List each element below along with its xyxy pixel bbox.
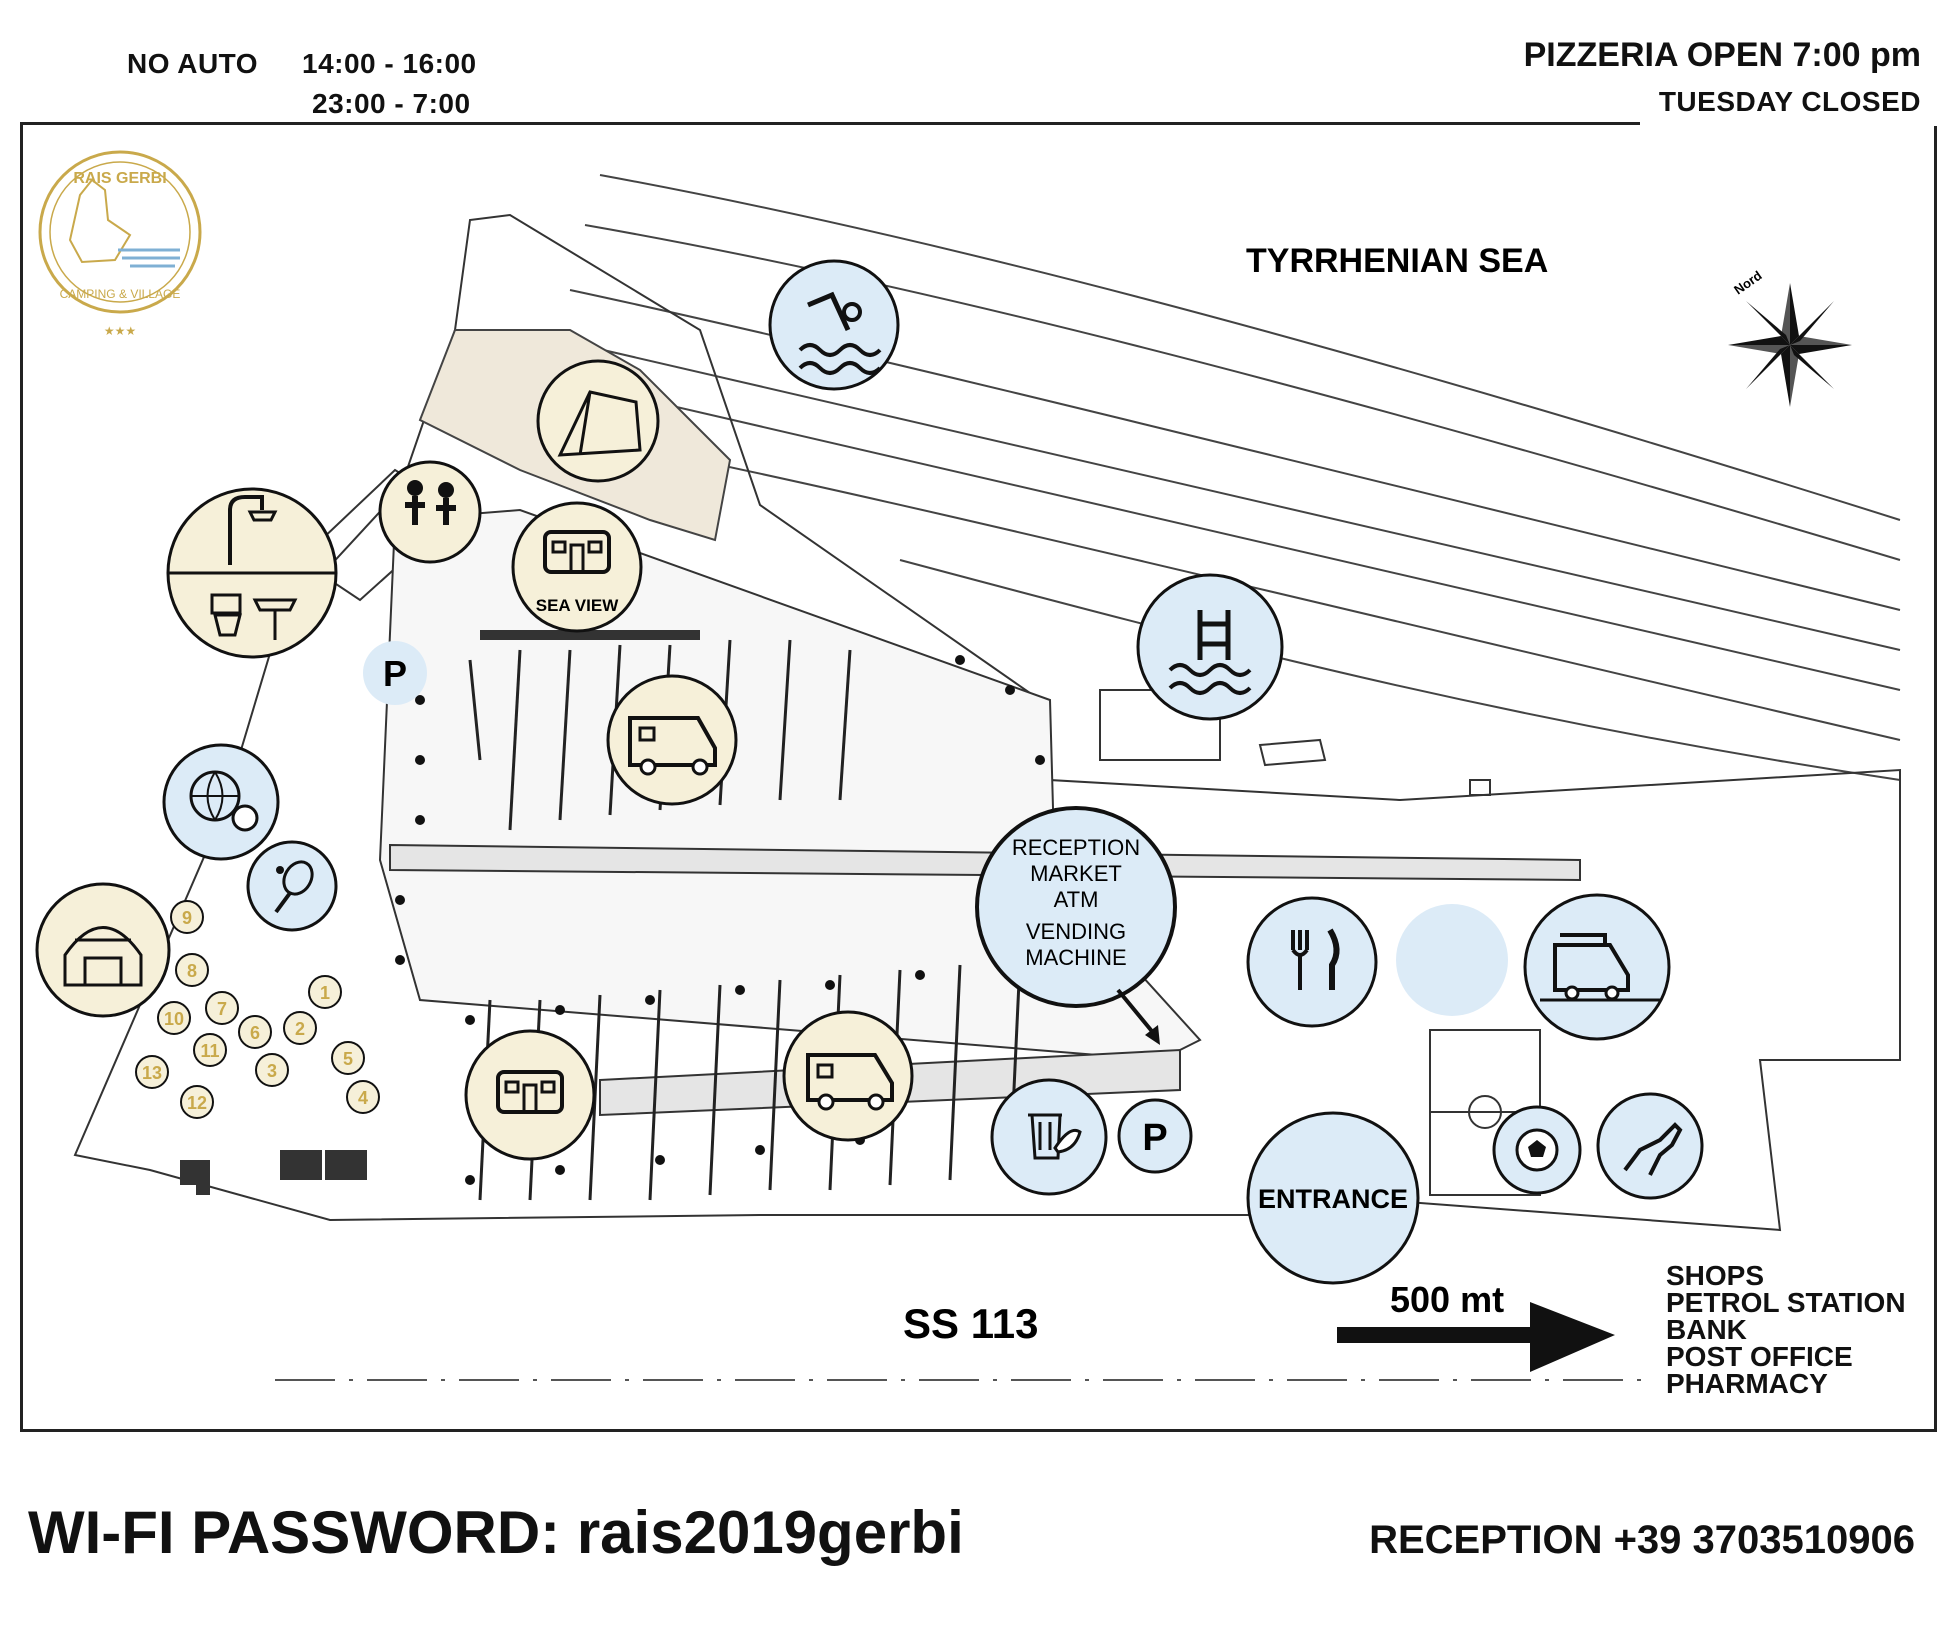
dog-area-icon[interactable]	[1596, 1092, 1704, 1200]
no-auto-label: NO AUTO	[127, 48, 259, 79]
bungalow-11-number: 11	[200, 1041, 219, 1061]
distance-label: 500 mt	[1390, 1279, 1504, 1320]
restaurant-icon[interactable]	[1246, 896, 1378, 1028]
sea-view-label: SEA VIEW	[536, 596, 619, 615]
swimming-icon[interactable]	[768, 259, 900, 391]
reception-line: VENDING	[1026, 919, 1126, 944]
bungalow-2-marker[interactable]	[283, 1011, 317, 1045]
no-auto-time-night: 23:00 - 7:00	[312, 88, 471, 119]
bungalow-6-marker[interactable]	[238, 1015, 272, 1049]
bungalow-10-number: 10	[164, 1009, 184, 1029]
reception-phone: RECEPTION +39 3703510906	[1369, 1518, 1915, 1562]
bungalow-3-marker[interactable]	[255, 1053, 289, 1087]
bungalow-1-marker[interactable]	[308, 975, 342, 1009]
bungalow-4-marker[interactable]	[346, 1080, 380, 1114]
pizzeria-hours: PIZZERIA OPEN 7:00 pm	[1523, 36, 1921, 74]
reception-line: RECEPTION	[1012, 835, 1140, 860]
bungalow-icon-south[interactable]	[464, 1029, 596, 1161]
sea-label: TYRRHENIAN SEA	[1246, 242, 1548, 280]
bungalow-6-number: 6	[250, 1023, 260, 1043]
entrance-label: ENTRANCE	[1258, 1184, 1408, 1214]
camper-icon-south[interactable]	[782, 1010, 914, 1142]
no-auto-time-afternoon: 14:00 - 16:00	[302, 48, 477, 79]
entrance-marker[interactable]: ENTRANCE	[1246, 1111, 1420, 1285]
direction-arrow	[1337, 1302, 1615, 1372]
service-pharmacy: PHARMACY	[1666, 1368, 1828, 1399]
camper-icon-north[interactable]	[606, 674, 738, 806]
reception-line: MACHINE	[1025, 945, 1126, 970]
sea-view-bungalow-icon[interactable]: SEA VIEW	[511, 501, 643, 633]
camper-service-icon[interactable]	[1523, 893, 1671, 1041]
compass-label: Nord	[1731, 268, 1764, 298]
buildings	[180, 630, 700, 1195]
glamping-dome-icon[interactable]	[35, 882, 171, 1018]
tent-icon[interactable]	[536, 359, 660, 483]
blank-marker	[1396, 904, 1508, 1016]
service-petrol-station: PETROL STATION	[1666, 1287, 1906, 1318]
logo-tagline: CAMPING & VILLAGE	[60, 287, 181, 301]
reception-line: MARKET	[1030, 861, 1122, 886]
compass-icon: Nord	[1728, 268, 1852, 407]
service-bank: BANK	[1666, 1314, 1747, 1345]
football-icon[interactable]	[1492, 1105, 1582, 1195]
nearby-services: SHOPS PETROL STATION BANK POST OFFICE PH…	[1666, 1260, 1906, 1399]
bungalow-7-marker[interactable]	[205, 991, 239, 1025]
restroom-icon[interactable]	[166, 487, 338, 659]
bungalow-9-number: 9	[182, 908, 192, 928]
wifi-password: WI-FI PASSWORD: rais2019gerbi	[28, 1499, 964, 1566]
service-shops: SHOPS	[1666, 1260, 1765, 1291]
parking-label: P	[383, 653, 407, 694]
recycling-bin-icon[interactable]	[990, 1078, 1108, 1196]
road-label: SS 113	[903, 1300, 1038, 1347]
tennis-icon[interactable]	[246, 840, 338, 932]
bungalow-7-number: 7	[217, 999, 227, 1019]
sports-area-icon[interactable]	[162, 743, 280, 861]
map-frame	[20, 122, 1937, 1432]
parking-icon-south[interactable]: P	[1117, 1098, 1193, 1174]
bungalow-5-marker[interactable]	[331, 1041, 365, 1075]
bungalow-13-number: 13	[142, 1063, 162, 1083]
service-post-office: POST OFFICE	[1666, 1341, 1853, 1372]
bungalow-9-marker[interactable]	[170, 900, 204, 934]
parking-icon-north[interactable]: P	[363, 641, 427, 705]
logo: RAIS GERBI CAMPING & VILLAGE ★★★	[38, 150, 202, 338]
bungalow-10-marker[interactable]	[157, 1001, 191, 1035]
logo-name: RAIS GERBI	[73, 170, 166, 187]
bungalow-8-number: 8	[187, 961, 197, 981]
bungalow-4-number: 4	[358, 1088, 368, 1108]
bungalow-13-marker[interactable]	[135, 1055, 169, 1089]
bungalow-1-number: 1	[320, 983, 330, 1003]
bungalow-12-number: 12	[187, 1093, 207, 1113]
reception-line: ATM	[1054, 887, 1099, 912]
bungalow-11-marker[interactable]	[193, 1033, 227, 1067]
bungalow-2-number: 2	[295, 1019, 305, 1039]
pizzeria-closed-day: TUESDAY CLOSED	[1658, 86, 1921, 117]
parking-label-south: P	[1142, 1117, 1167, 1159]
bungalow-5-number: 5	[343, 1049, 353, 1069]
bungalow-3-number: 3	[267, 1061, 277, 1081]
bungalow-12-marker[interactable]	[180, 1085, 214, 1119]
playground-icon[interactable]	[378, 460, 482, 564]
pool-icon[interactable]	[1136, 573, 1284, 721]
bungalow-8-marker[interactable]	[175, 953, 209, 987]
logo-stars: ★★★	[104, 324, 136, 338]
